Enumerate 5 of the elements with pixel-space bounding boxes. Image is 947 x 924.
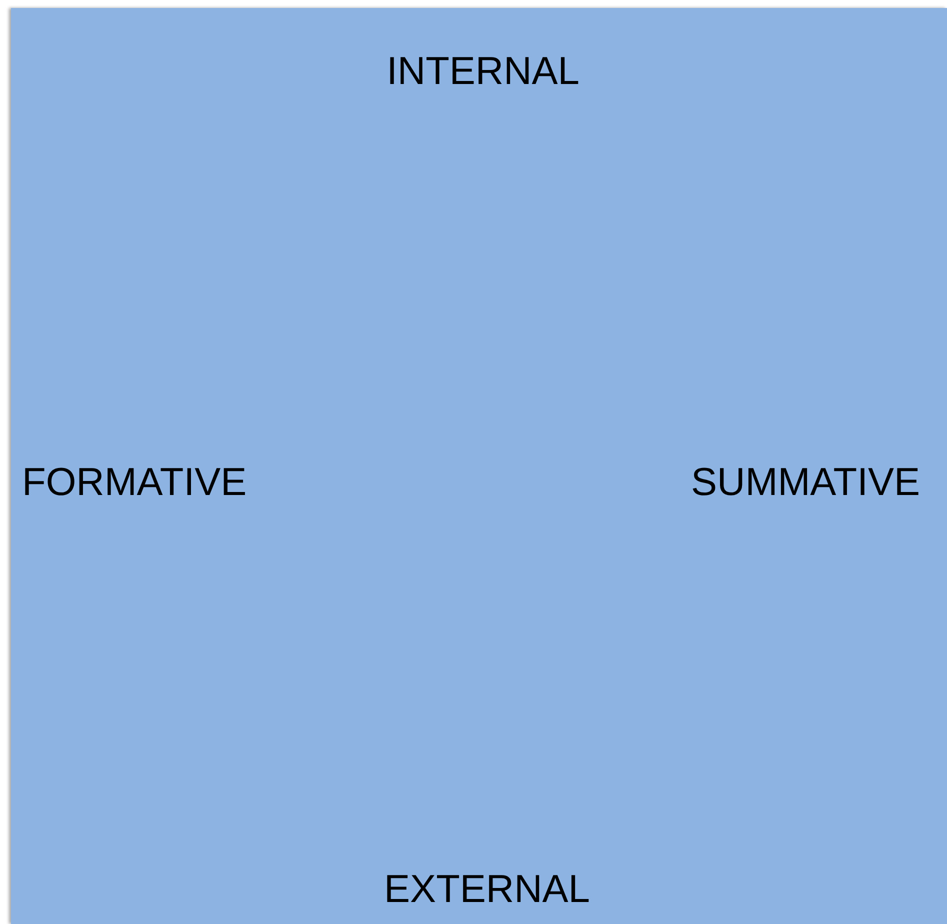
axis-label: EXTERNAL [384,870,590,909]
axis-label: SUMMATIVE [691,463,920,502]
panel-background [11,8,947,924]
axis-label: INTERNAL [386,52,580,91]
axis-label: FORMATIVE [22,463,247,502]
